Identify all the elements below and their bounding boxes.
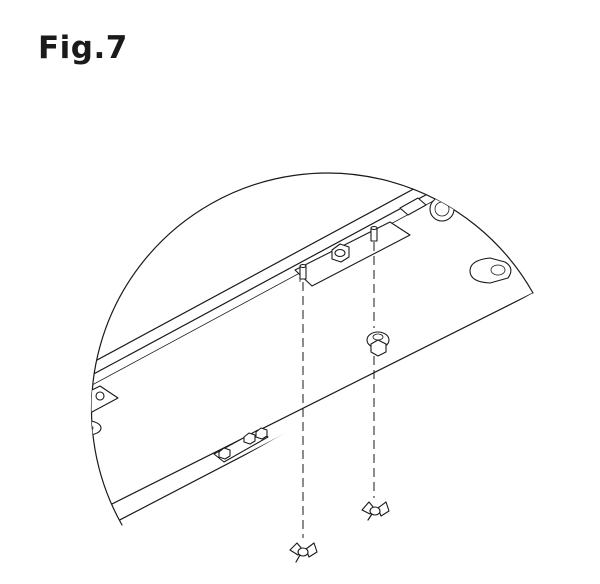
plate-bolt-left bbox=[299, 263, 307, 280]
wing-nut-left bbox=[289, 542, 318, 563]
figure-title: Fig.7 bbox=[38, 30, 128, 66]
left-corner-fitting bbox=[91, 385, 119, 436]
plate-nut bbox=[331, 243, 350, 263]
bottom-bracket bbox=[213, 427, 271, 481]
mounting-plate bbox=[294, 221, 411, 287]
plate-bolt-right bbox=[370, 225, 378, 242]
cabinet-underside bbox=[91, 173, 533, 525]
magnifier-circle bbox=[91, 172, 534, 526]
slot-hole bbox=[469, 257, 512, 284]
flange-nut bbox=[366, 331, 390, 357]
corner-knob bbox=[399, 196, 455, 222]
wing-nut-right bbox=[361, 501, 390, 521]
